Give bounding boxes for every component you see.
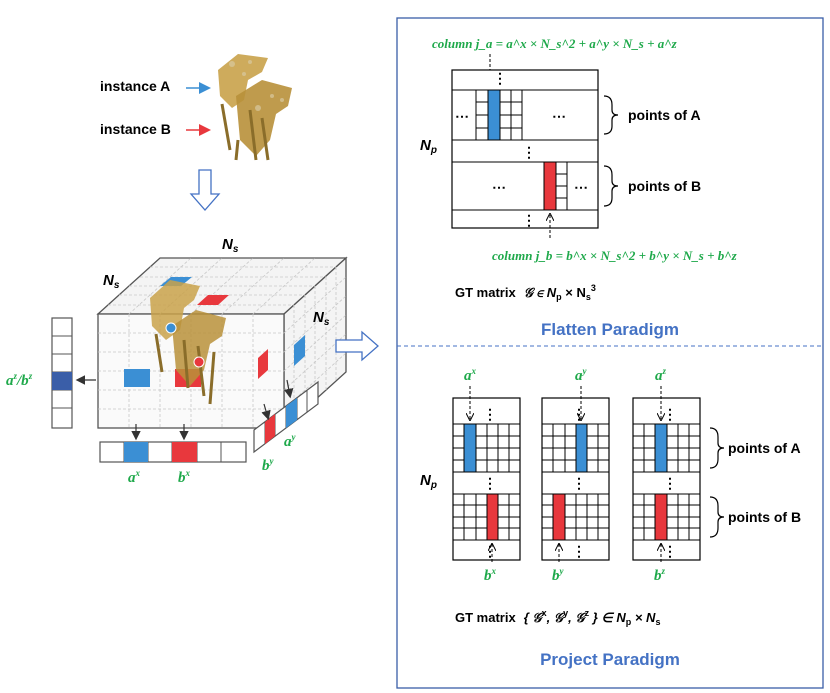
project-gt-matrix: GT matrix{ 𝒢x, 𝒢y, 𝒢z } ∈ Np × Ns [455, 608, 660, 627]
right-arrow-icon [335, 330, 379, 362]
instance-b-label: instance B [100, 121, 171, 137]
proj-z-vdots-mid: ⋮ [663, 475, 677, 491]
proj-z-vdots-top: ⋮ [663, 406, 677, 422]
flatten-np-label: Np [420, 137, 437, 156]
instance-a-label: instance A [100, 78, 170, 94]
y-arrow-b [261, 403, 271, 421]
proj-x-vdots-top: ⋮ [483, 406, 497, 422]
proj-x-vdots-bottom: ⋮ [483, 543, 497, 559]
vector-z [51, 317, 73, 429]
proj-y-vdots-mid: ⋮ [572, 475, 586, 491]
flatten-brace-b [603, 165, 619, 207]
proj-x-vdots-mid: ⋮ [483, 475, 497, 491]
down-arrow-icon [189, 169, 221, 211]
flatten-dots-a-right: ⋯ [552, 108, 566, 124]
flatten-paradigm-title: Flatten Paradigm [541, 320, 679, 339]
project-np-label: Np [420, 472, 437, 491]
flatten-points-b: points of B [628, 178, 701, 194]
proj-ay-label: ay [575, 366, 588, 384]
project-points-b: points of B [728, 509, 801, 525]
az-bz-label: az/bz [6, 371, 33, 389]
flatten-matrix [451, 69, 599, 229]
proj-y-vdots-bottom: ⋮ [572, 543, 586, 559]
flatten-vdots-bottom: ⋮ [522, 212, 536, 228]
voxel-cube [96, 256, 348, 430]
proj-y-vdots-top: ⋮ [572, 406, 586, 422]
by-label: by [262, 456, 275, 474]
proj-az-label: az [655, 366, 667, 384]
ay-label: ay [284, 432, 297, 450]
ax-label: ax [128, 468, 141, 486]
proj-z-vdots-bottom: ⋮ [663, 543, 677, 559]
proj-bx-label: bx [484, 566, 497, 584]
flatten-dots-b-left: ⋯ [492, 179, 506, 195]
project-brace-b [709, 496, 725, 538]
flatten-vdots-mid: ⋮ [522, 144, 536, 160]
flatten-dots-b-right: ⋯ [574, 179, 588, 195]
right-panel-frame [396, 17, 824, 689]
flatten-vdots-top: ⋮ [493, 70, 507, 86]
bx-label: bx [178, 468, 191, 486]
vector-y [253, 380, 319, 454]
flatten-points-a: points of A [628, 107, 701, 123]
project-brace-a [709, 427, 725, 469]
project-matrix-x [452, 397, 521, 561]
ns-left-label: Ns [103, 272, 120, 291]
proj-ax-label: ax [464, 366, 477, 384]
point-cloud-chairs-top [218, 54, 292, 161]
flatten-formula-a: column j_a = a^x × N_s^2 + a^y × N_s + a… [432, 36, 678, 51]
proj-bz-label: bz [654, 566, 666, 584]
y-arrow-a [283, 379, 294, 399]
project-paradigm-title: Project Paradigm [540, 650, 680, 669]
project-points-a: points of A [728, 440, 801, 456]
flatten-brace-a [603, 95, 619, 135]
vector-x [99, 441, 247, 463]
flatten-formula-b: column j_b = b^x × N_s^2 + b^y × N_s + b… [492, 248, 738, 263]
ns-top-label: Ns [222, 236, 239, 255]
project-matrix-y [541, 397, 610, 561]
project-matrix-z [632, 397, 701, 561]
proj-by-label: by [552, 566, 565, 584]
ns-right-label: Ns [313, 309, 330, 328]
flatten-dots-a-left: ⋯ [455, 108, 469, 124]
